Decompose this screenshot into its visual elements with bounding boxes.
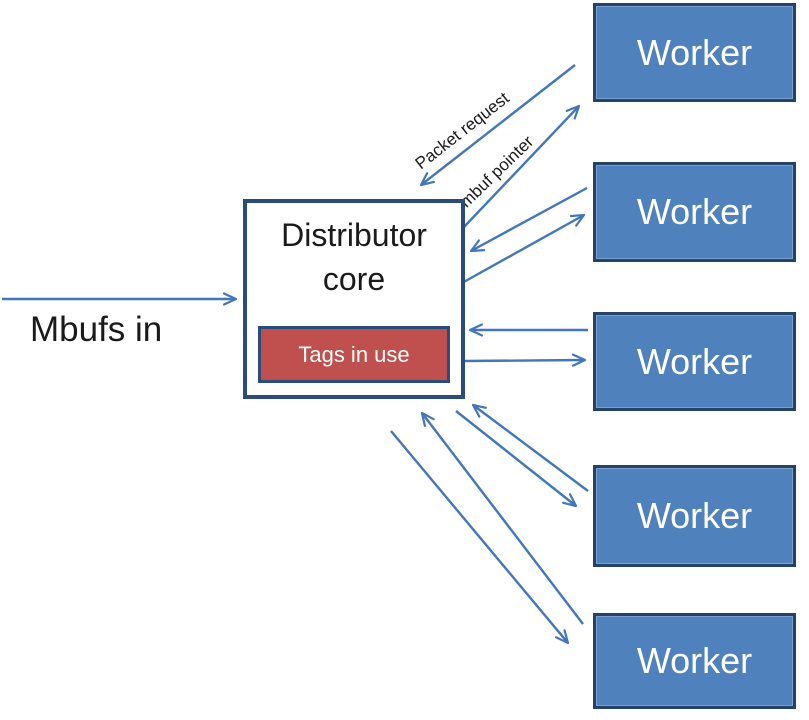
tags-in-use-box: Tags in use: [258, 326, 450, 383]
arrow-worker4-pointer: [455, 410, 578, 508]
distributor-title-line1: Distributor: [281, 217, 427, 253]
distributor-core-box: Distributor core Tags in use: [243, 199, 465, 399]
distributor-title-line2: core: [322, 261, 386, 297]
arrow-packet-request: [419, 64, 576, 187]
worker-label: Worker: [636, 495, 753, 536]
distributor-core-title: Distributor core: [247, 213, 461, 301]
tags-in-use-label: Tags in use: [298, 341, 410, 367]
arrow-worker3-pointer: [464, 353, 587, 367]
arrow-worker5-request: [420, 411, 584, 625]
worker-box-5: Worker: [593, 613, 796, 709]
worker-box-2: Worker: [593, 162, 796, 262]
worker-label: Worker: [636, 191, 753, 232]
worker-box-4: Worker: [593, 465, 796, 567]
worker-label: Worker: [636, 340, 753, 382]
arrow-worker2-request: [469, 186, 588, 253]
worker-label: Worker: [636, 640, 753, 681]
arrow-worker2-pointer: [461, 213, 586, 285]
arrow-mbuf-pointer: [463, 104, 581, 228]
worker-label: Worker: [636, 31, 753, 73]
worker-box-1: Worker: [593, 3, 796, 102]
worker-box-3: Worker: [593, 312, 796, 411]
arrow-worker5-pointer: [390, 430, 570, 645]
arrow-worker4-request: [471, 403, 589, 492]
mbufs-in-label: Mbufs in: [30, 310, 163, 349]
